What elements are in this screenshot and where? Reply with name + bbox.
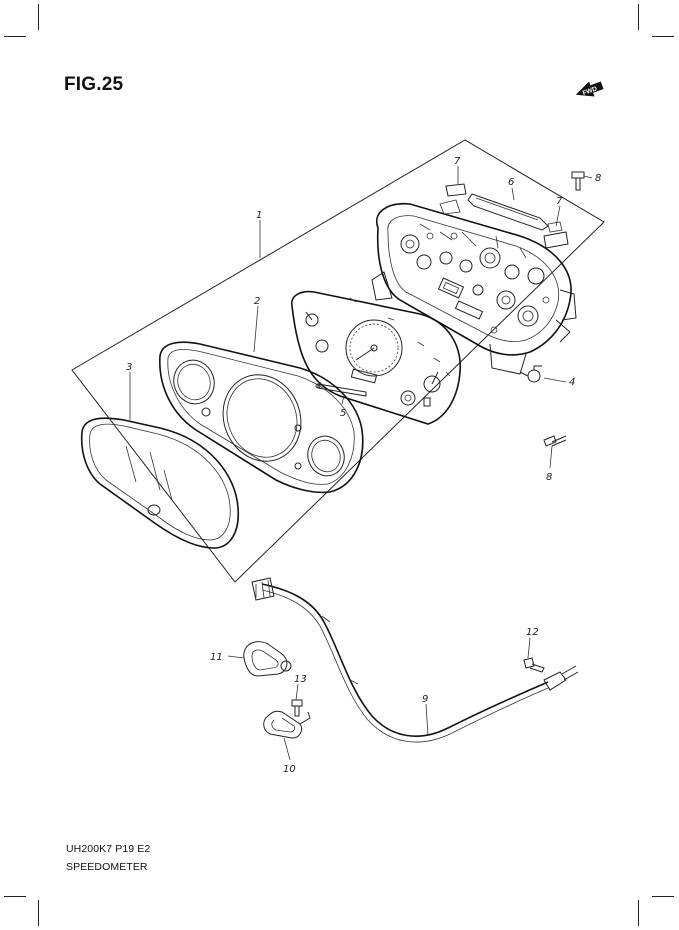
callout-3: 3 — [126, 362, 132, 373]
figure-title: FIG.25 — [64, 74, 124, 95]
crop-mark-top-left-h — [4, 36, 26, 37]
callout-10: 10 — [283, 764, 296, 775]
assembly-frame — [71, 139, 605, 583]
callout-11: 11 — [210, 652, 223, 663]
callout-4: 4 — [569, 377, 575, 388]
callout-8b: 8 — [546, 472, 552, 483]
screw-part-12 — [523, 657, 545, 673]
cable-clamp-part — [263, 710, 311, 739]
callout-2: 2 — [254, 296, 260, 307]
screw-part-4 — [519, 365, 542, 383]
callout-5: 5 — [340, 408, 346, 419]
callout-7b: 7 — [556, 196, 563, 207]
crop-mark-top-right-h — [652, 36, 674, 37]
leader-lines — [129, 166, 593, 761]
meter-case-part — [371, 203, 577, 375]
callout-9: 9 — [422, 694, 428, 705]
model-code: UH200K7 P19 E2 — [66, 843, 151, 855]
callout-12: 12 — [526, 627, 539, 638]
callout-13: 13 — [294, 674, 307, 685]
crop-mark-top-left — [38, 4, 39, 30]
screw-part-upper — [571, 171, 585, 191]
speedometer-cable-part — [251, 577, 579, 743]
clip-part-right — [543, 221, 569, 249]
forward-badge-label: FWD — [582, 85, 599, 97]
forward-arrow-icon: FWD — [575, 81, 604, 97]
callout-6: 6 — [508, 177, 514, 188]
section-name: SPEEDOMETER — [66, 861, 148, 873]
callout-7a: 7 — [454, 156, 461, 167]
light-guide-part — [467, 193, 549, 231]
crop-mark-bottom-right — [638, 900, 639, 926]
cable-guide-part — [243, 641, 292, 677]
lens-cover-part — [80, 417, 239, 549]
callout-8a: 8 — [595, 173, 601, 184]
crop-mark-bottom-right-h — [652, 896, 674, 897]
crop-mark-top-right — [638, 4, 639, 30]
footer: UH200K7 P19 E2 SPEEDOMETER — [66, 840, 150, 876]
crop-mark-bottom-left — [38, 900, 39, 926]
meter-panel-part — [159, 341, 364, 494]
screw-part-13 — [291, 699, 303, 717]
callout-1: 1 — [256, 210, 262, 221]
screw-part-lower — [543, 435, 567, 447]
clip-part-upper — [439, 183, 467, 215]
dial-plate-part — [290, 290, 461, 425]
crop-mark-bottom-left-h — [4, 896, 26, 897]
